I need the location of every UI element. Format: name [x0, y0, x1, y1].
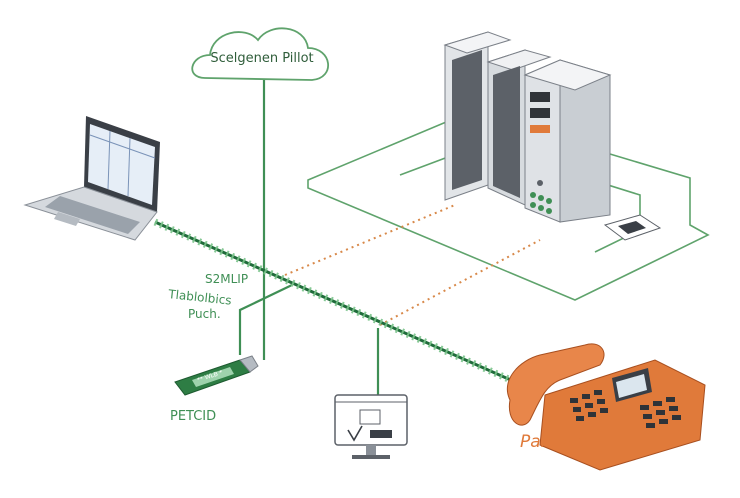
- cable-label-line2: Tlablolbics: [167, 287, 233, 308]
- cable-label-line1: S2MLIP: [205, 272, 248, 286]
- phone-label: Pain Pic: [520, 432, 587, 452]
- usb-device-icon: ** WLB *: [174, 355, 259, 396]
- cloud: Scelgenen Pillot: [191, 27, 330, 81]
- dashed-links: [284, 204, 541, 326]
- cloud-label: Scelgenen Pillot: [210, 51, 313, 66]
- desk-phone-icon: [506, 343, 706, 471]
- server-rack-icon: [443, 31, 612, 223]
- laptop-icon: [23, 116, 160, 241]
- cable-label-line3: Puch.: [188, 307, 221, 321]
- usb-device-label: PETCID: [170, 409, 216, 424]
- cables: [238, 78, 380, 395]
- monitor-icon: [334, 394, 408, 459]
- trunk-cable: [153, 218, 524, 389]
- chip-icon: [603, 214, 662, 241]
- cable-label: S2MLIP Tlablolbics Puch.: [167, 272, 248, 321]
